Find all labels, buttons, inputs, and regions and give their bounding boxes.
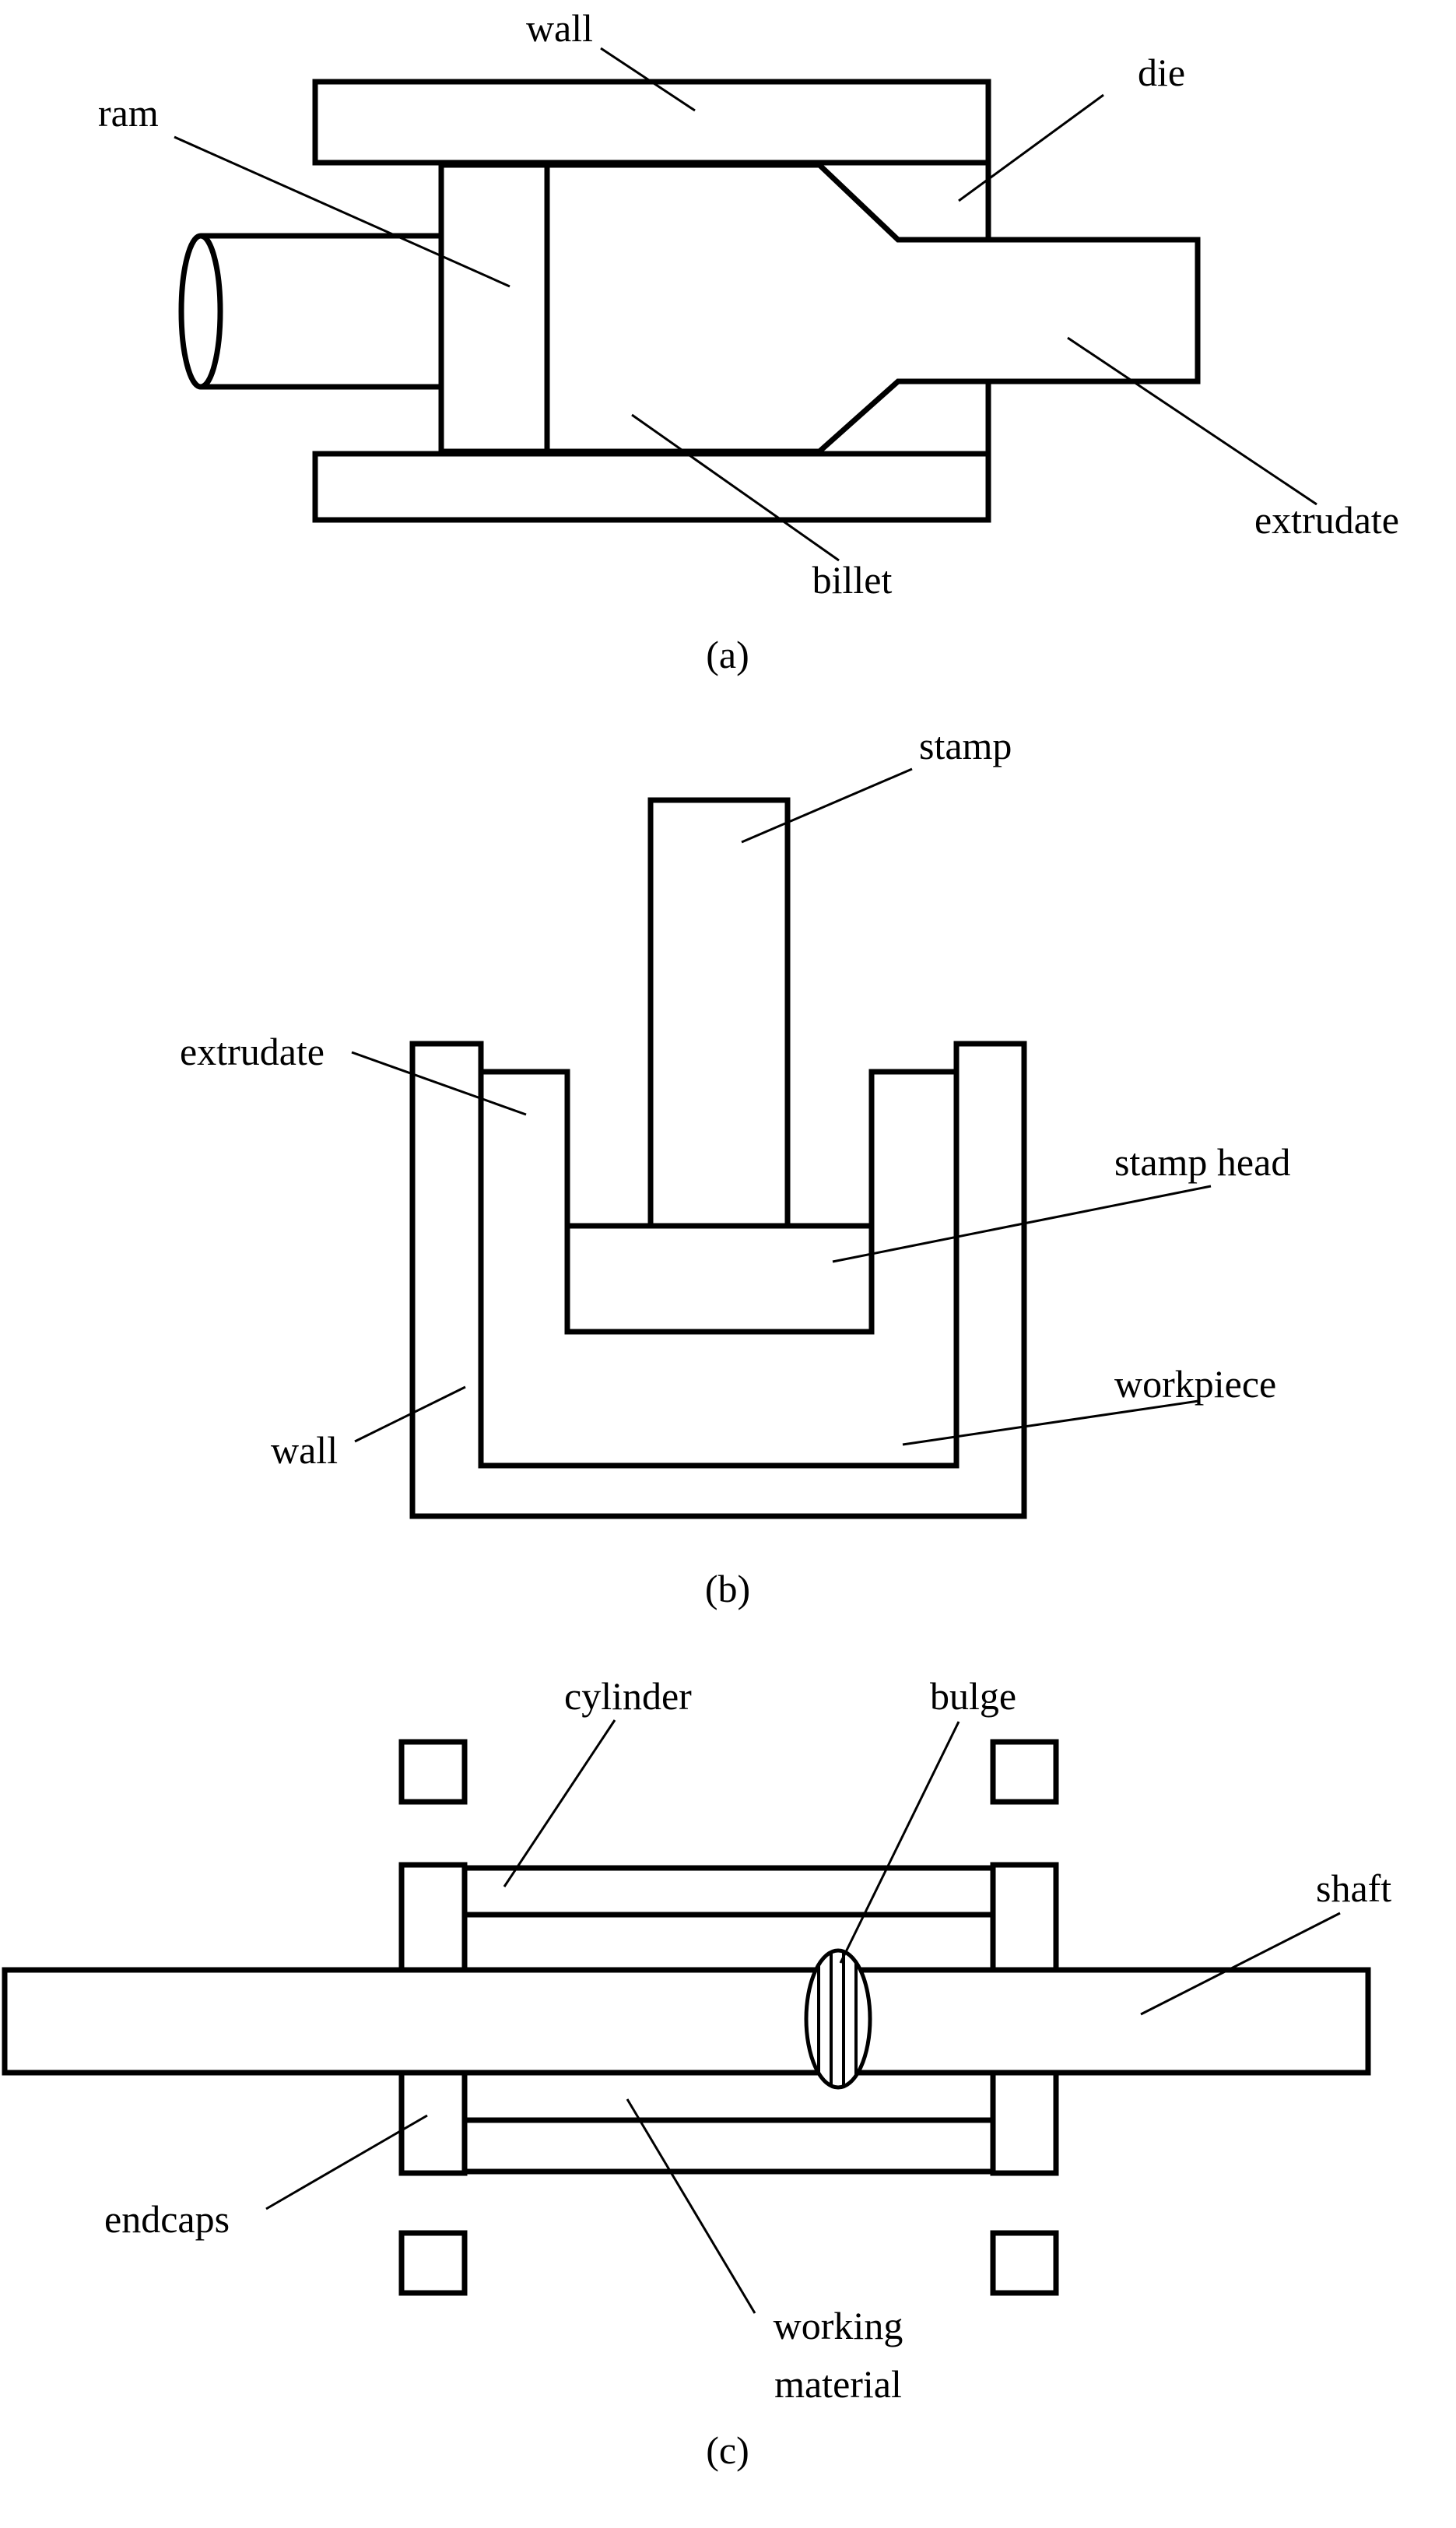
extrusion-bottom-wall [312,451,991,523]
shaft-body [2,1967,1371,2076]
bulge-leader-line [839,1721,960,1964]
label-extrudate-b: extrudate [180,1030,325,1073]
stamp-leader-line [741,767,913,844]
label-stamp: stamp [919,724,1012,767]
working-material-upper [463,1913,995,1971]
label-die: die [1138,51,1185,94]
stamp-head-leader-line [832,1185,1212,1263]
stamp-shank [647,797,791,1229]
right-endcap-top-flange [990,1739,1059,1805]
die-leader-line [958,93,1104,202]
label-endcaps: endcaps [104,2197,230,2241]
shaft-leader-line [1140,1912,1341,2016]
bulge-hatch-lines [806,1950,870,2087]
label-bulge: bulge [930,1674,1016,1718]
right-endcap-bottom-flange [990,2230,1059,2296]
ram-plate [438,162,550,455]
stamp-head [564,1223,875,1335]
extrudate-a-leader-line [1067,336,1317,506]
label-wall-b: wall [271,1428,338,1472]
left-endcap-bottom-flange [398,2230,468,2296]
caption-b: (b) [705,1567,750,1610]
wall-b-leader-line [354,1385,466,1443]
workpiece-body [478,1069,960,1469]
ram-rod-end [178,233,223,390]
caption-a: (a) [706,633,749,676]
billet-leader-line [631,413,840,562]
label-working-material-line1: working [774,2304,903,2347]
wall-a-leader-line [600,47,696,112]
cylinder-top-wall [461,1865,996,1918]
extrusion-top-wall [312,79,991,166]
label-extrudate-a: extrudate [1254,498,1399,542]
label-ram: ram [98,91,159,135]
ram-leader-line [174,135,510,288]
endcaps-leader-line [265,2114,428,2210]
left-endcap-top-flange [398,1739,468,1805]
workpiece-leader-line [902,1399,1199,1446]
label-workpiece: workpiece [1114,1362,1276,1406]
working-material-lower [463,2071,995,2122]
caption-c: (c) [706,2428,749,2472]
figure-c-cylinder-assembly: cylinder bulge shaft endcaps working mat… [2,1674,1391,2472]
cylinder-leader-line [503,1719,616,1887]
billet-extrudate-body [544,162,1201,455]
working-material-leader-line [626,2098,756,2314]
bulge-fill [806,1950,870,2087]
label-wall-a: wall [526,6,593,50]
label-stamp-head: stamp head [1114,1140,1290,1184]
label-working-material-line2: material [774,2362,902,2406]
label-shaft: shaft [1316,1866,1391,1910]
cylinder-bottom-wall [461,2117,996,2175]
figure-b-stamping: stamp extrudate stamp head workpiece wal… [180,724,1290,1610]
figure-a-extrusion: wall die ram billet extrudate (a) [98,6,1399,676]
label-cylinder: cylinder [564,1674,692,1718]
label-billet: billet [812,558,893,602]
bulge-outline [804,1948,872,2090]
extrudate-b-leader-line [351,1051,527,1116]
